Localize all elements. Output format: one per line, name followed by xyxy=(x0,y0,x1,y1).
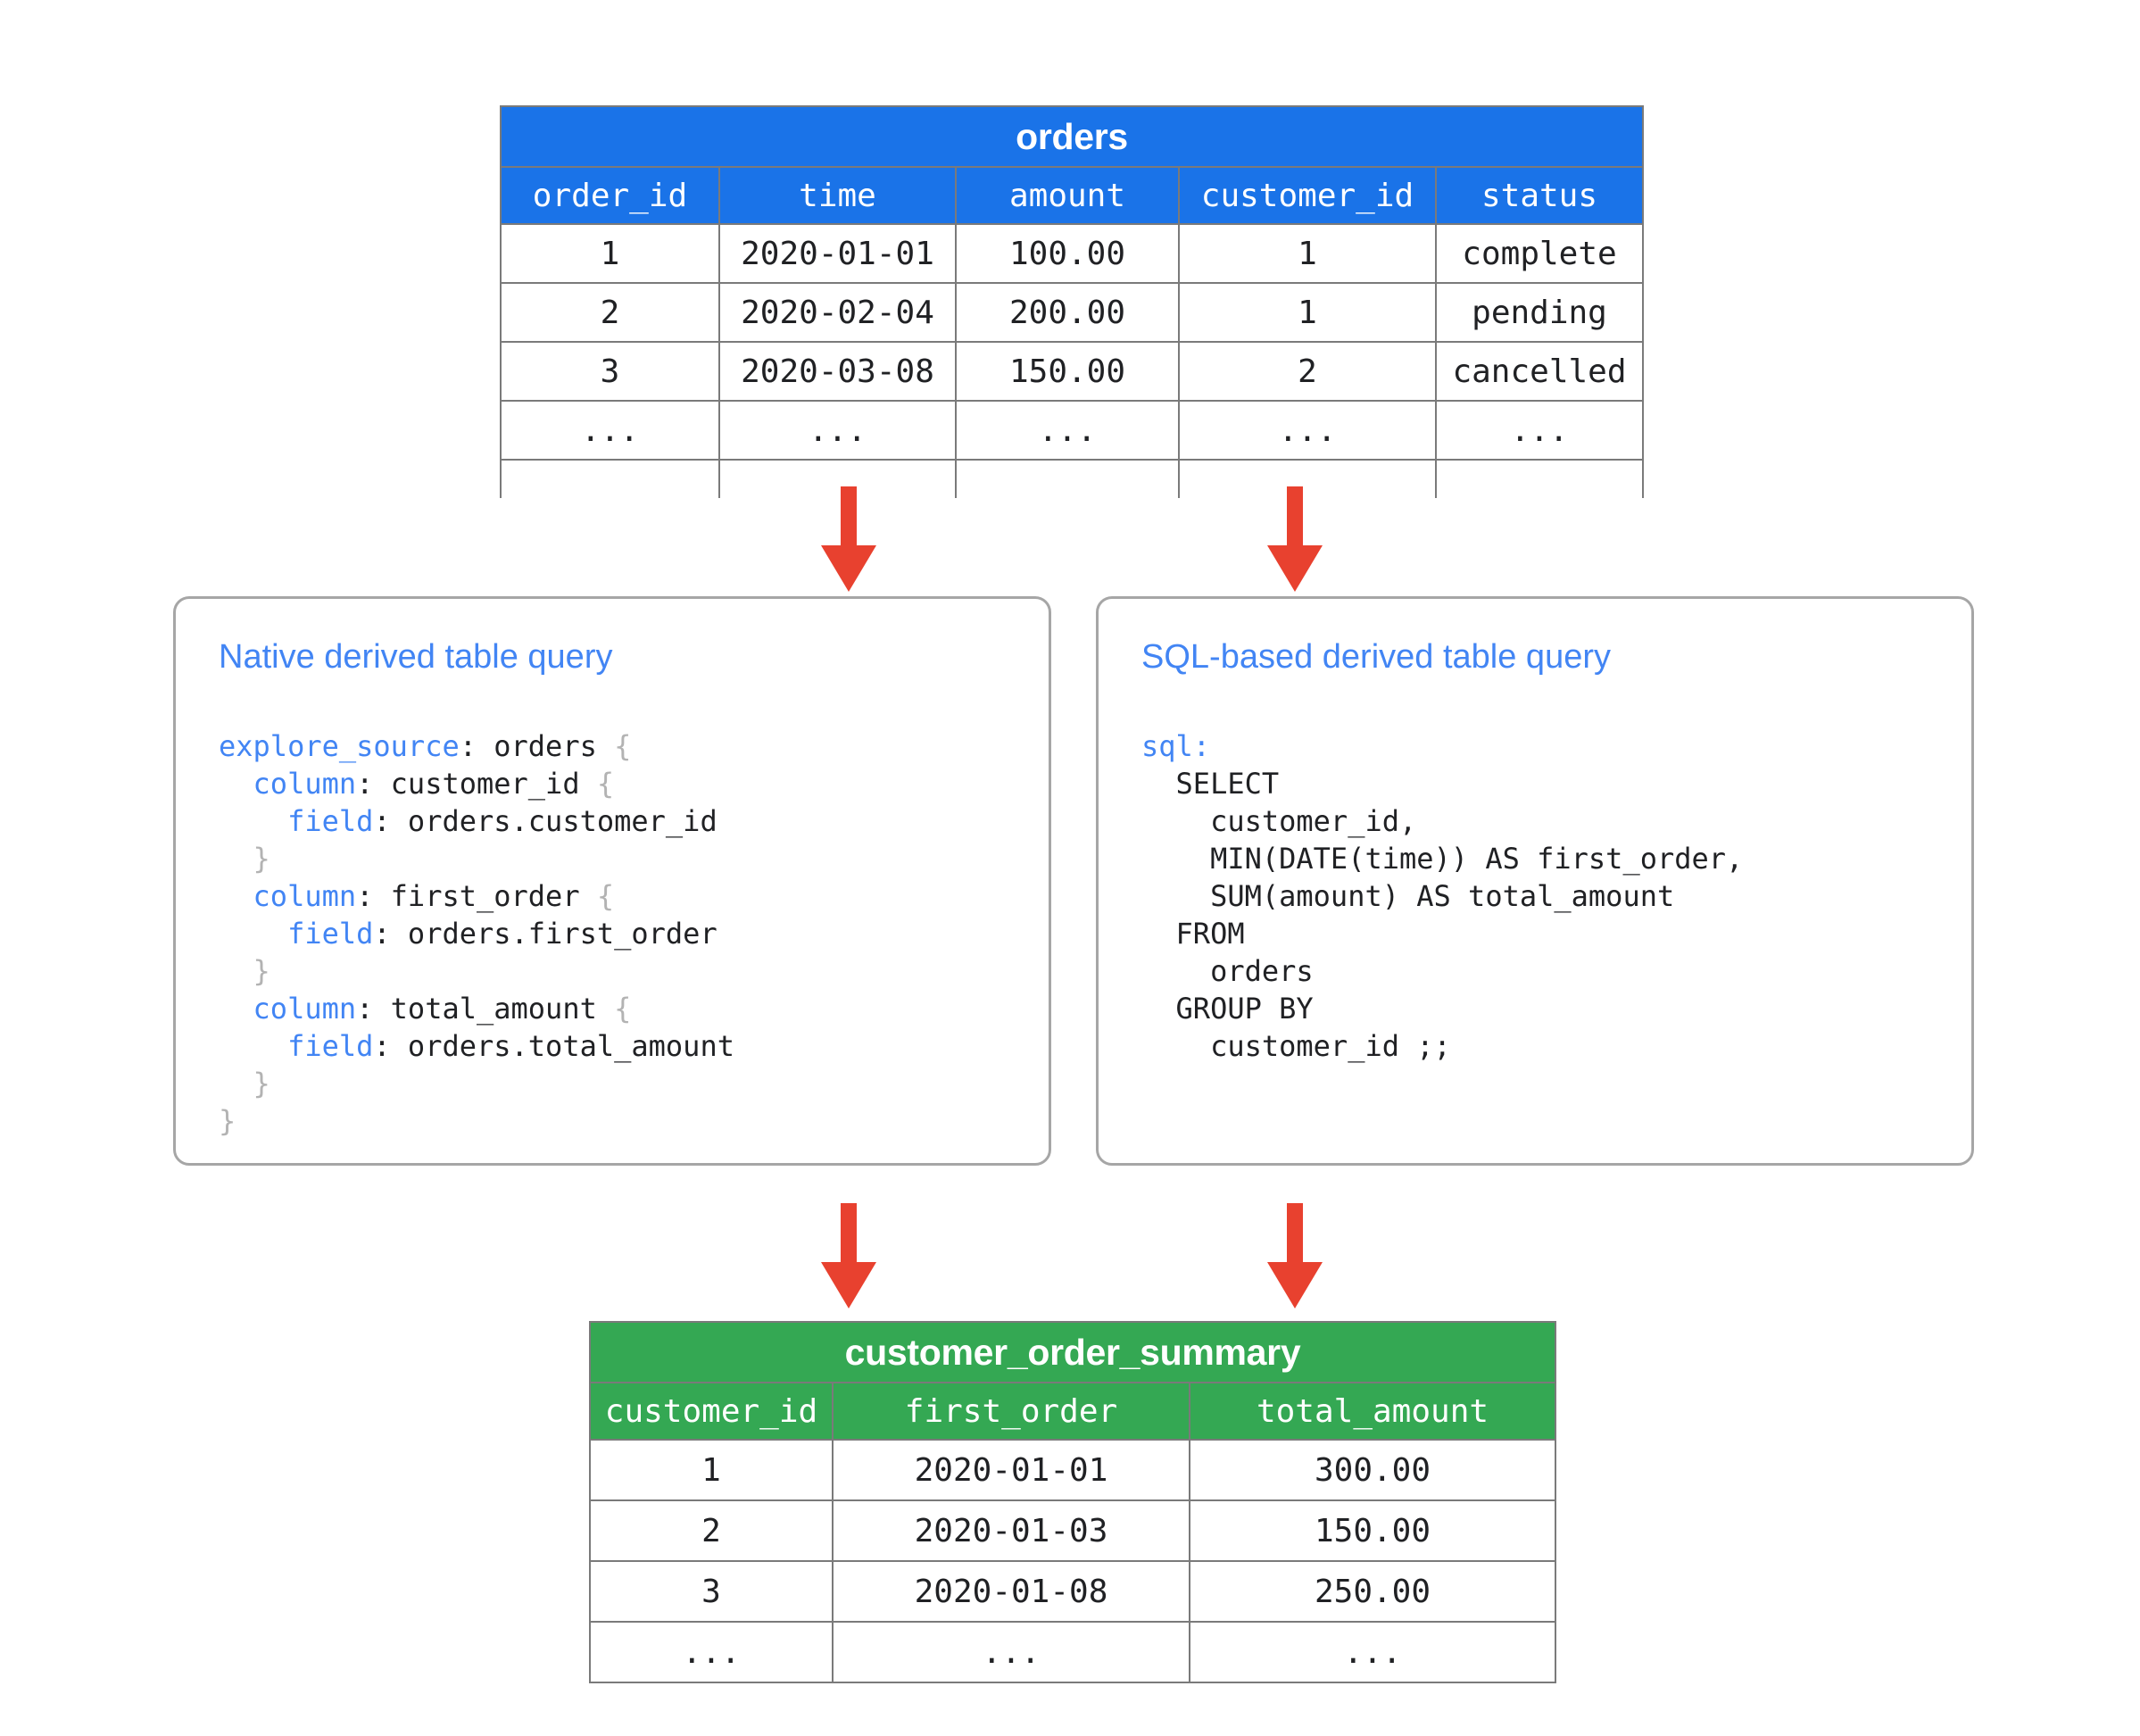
arrow-sql-to-summary-icon xyxy=(1267,1203,1323,1310)
table-cell: pending xyxy=(1435,282,1644,343)
column-header: status xyxy=(1435,166,1644,225)
arrow-orders-to-native-icon xyxy=(821,486,876,594)
table-cell: 2 xyxy=(589,1499,834,1562)
table-cell xyxy=(500,459,720,498)
panel-title-native: Native derived table query xyxy=(219,638,613,676)
column-header: total_amount xyxy=(1188,1382,1557,1441)
table-cell: ... xyxy=(1188,1621,1557,1683)
table-cell xyxy=(1435,459,1644,498)
table-cell: ... xyxy=(500,400,720,461)
table-cell: ... xyxy=(955,400,1180,461)
table-cell: 2020-01-01 xyxy=(832,1439,1190,1501)
column-header: time xyxy=(718,166,957,225)
table-title: orders xyxy=(500,105,1644,168)
table-cell: 150.00 xyxy=(955,341,1180,402)
table-cell: 2020-01-01 xyxy=(718,223,957,284)
column-header: order_id xyxy=(500,166,720,225)
table-cell: ... xyxy=(718,400,957,461)
table-cell: cancelled xyxy=(1435,341,1644,402)
table-row xyxy=(500,459,1644,498)
table-row: ......... xyxy=(589,1621,1557,1683)
table-cell: 1 xyxy=(500,223,720,284)
table-cell xyxy=(718,459,957,498)
table-row: ............... xyxy=(500,400,1644,461)
table-cell: 1 xyxy=(1178,282,1437,343)
code-block-sql[interactable]: sql: SELECT customer_id, MIN(DATE(time))… xyxy=(1141,729,1744,1063)
table-title-row: orders xyxy=(500,105,1644,168)
code-block-native[interactable]: explore_source: orders { column: custome… xyxy=(219,729,734,1138)
table-cell: 3 xyxy=(589,1560,834,1623)
table-cell: ... xyxy=(1435,400,1644,461)
arrow-orders-to-sql-icon xyxy=(1267,486,1323,594)
column-header: customer_id xyxy=(589,1382,834,1441)
table-cell: 300.00 xyxy=(1188,1439,1557,1501)
table-cell: 150.00 xyxy=(1188,1499,1557,1562)
table-cell: ... xyxy=(832,1621,1190,1683)
table-cell: 1 xyxy=(589,1439,834,1501)
table-cell: 2020-02-04 xyxy=(718,282,957,343)
table-cell: ... xyxy=(589,1621,834,1683)
table-cell: 200.00 xyxy=(955,282,1180,343)
table-cell: 2 xyxy=(500,282,720,343)
panel-title-sql: SQL-based derived table query xyxy=(1141,638,1611,676)
table-cell xyxy=(955,459,1180,498)
column-header: customer_id xyxy=(1178,166,1437,225)
table-cell: 100.00 xyxy=(955,223,1180,284)
column-header: first_order xyxy=(832,1382,1190,1441)
table-cell: 2020-03-08 xyxy=(718,341,957,402)
table-cell: 2020-01-03 xyxy=(832,1499,1190,1562)
table-cell: 3 xyxy=(500,341,720,402)
column-header: amount xyxy=(955,166,1180,225)
table-cell: 250.00 xyxy=(1188,1560,1557,1623)
table-title: customer_order_summary xyxy=(588,1321,1557,1383)
table-cell: 1 xyxy=(1178,223,1437,284)
table-cell: 2 xyxy=(1178,341,1437,402)
table-cell: complete xyxy=(1435,223,1644,284)
table-cell: 2020-01-08 xyxy=(832,1560,1190,1623)
table-cell: ... xyxy=(1178,400,1437,461)
table-title-row: customer_order_summary xyxy=(588,1321,1557,1383)
native-derived-table-panel: Native derived table query explore_sourc… xyxy=(173,596,1051,1166)
sql-derived-table-panel: SQL-based derived table query sql: SELEC… xyxy=(1096,596,1974,1166)
table-cell xyxy=(1178,459,1437,498)
arrow-native-to-summary-icon xyxy=(821,1203,876,1310)
